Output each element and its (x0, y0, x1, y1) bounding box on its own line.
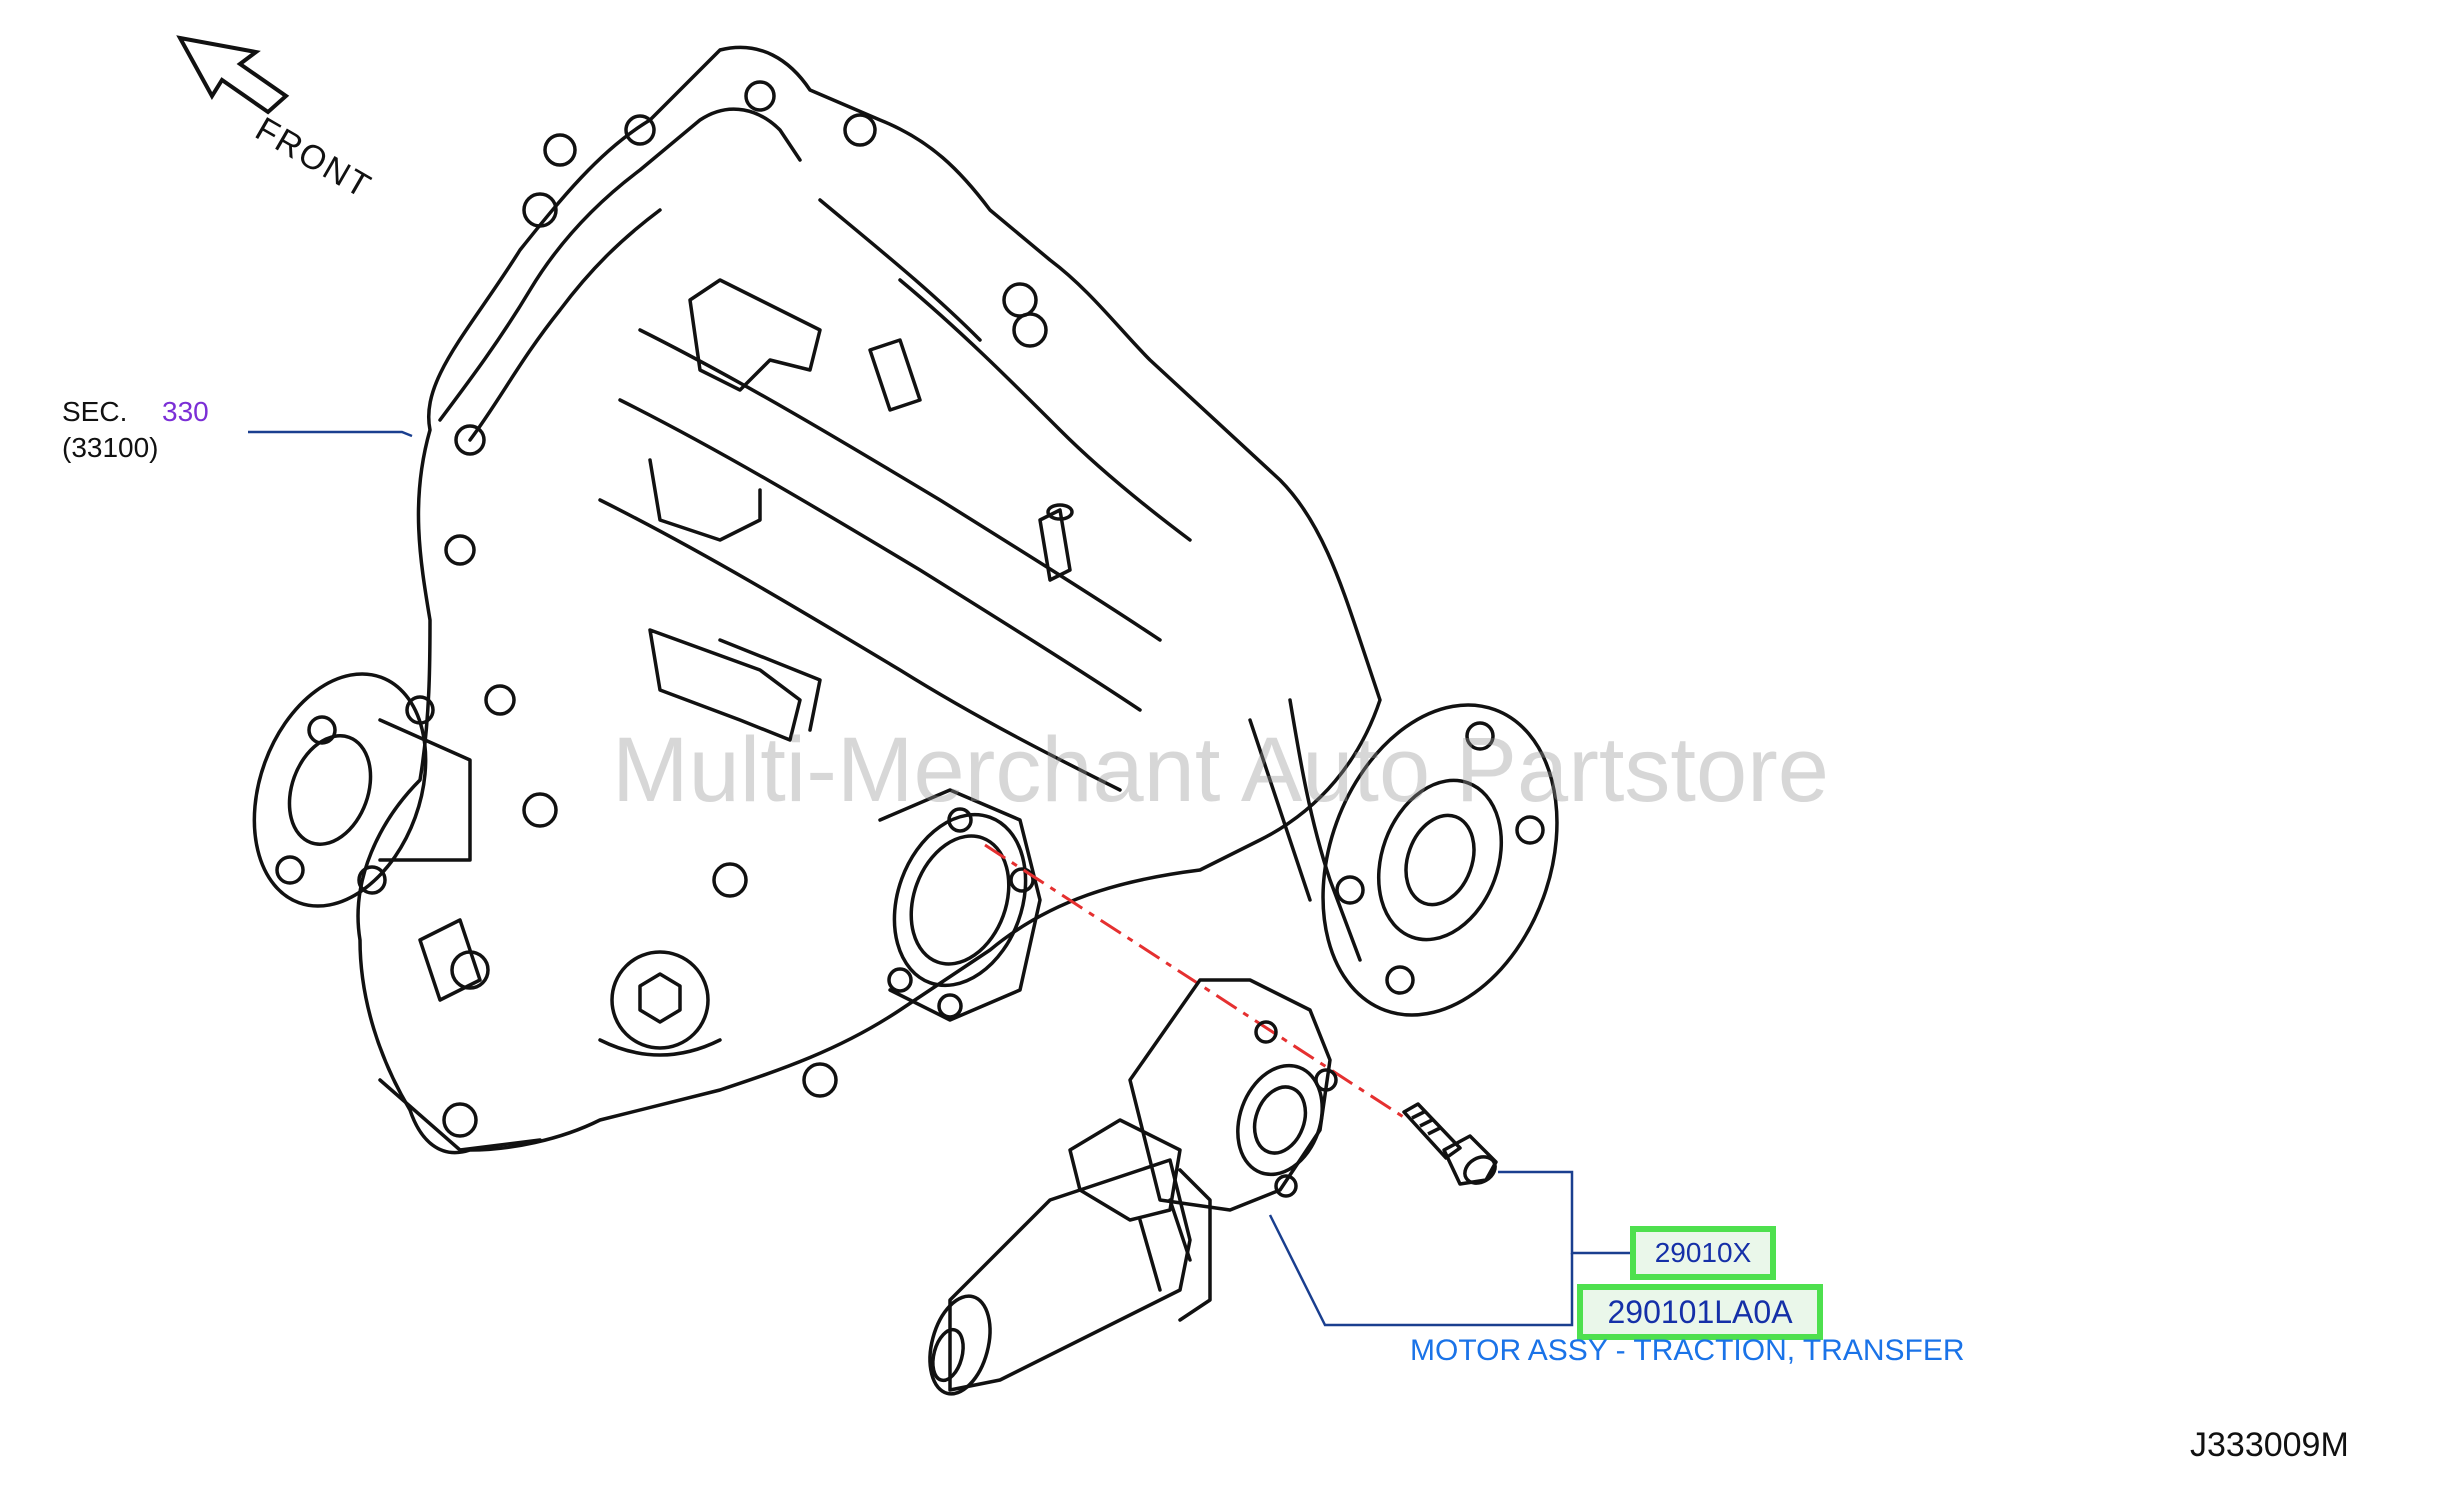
leader-290101LA0A (1268, 1214, 1574, 1327)
diagram-code: J333009M (2190, 1426, 2349, 1464)
leader-lines (248, 430, 1630, 1327)
transfer-case-housing (252, 45, 1559, 1155)
part-number-29010X-link[interactable]: 29010X (1630, 1226, 1776, 1280)
traction-motor-assy-drawing (928, 978, 1338, 1396)
watermark: Multi-Merchant Auto Partstore (612, 719, 1829, 821)
section-ref-prefix: SEC. (62, 396, 128, 427)
part-number-290101LA0A-link[interactable]: 290101LA0A (1577, 1284, 1823, 1340)
bolt-drawing (1402, 1102, 1498, 1186)
leader-29010X (1498, 1170, 1630, 1255)
arrow-up-left-icon (176, 35, 290, 115)
leader-sec-330 (248, 430, 413, 438)
section-ref-number-link[interactable]: 330 (162, 396, 209, 427)
part-description: MOTOR ASSY - TRACTION, TRANSFER (1410, 1334, 1965, 1367)
assembly-center-line (984, 843, 1406, 1120)
section-ref-sub-code: (33100) (62, 432, 159, 463)
